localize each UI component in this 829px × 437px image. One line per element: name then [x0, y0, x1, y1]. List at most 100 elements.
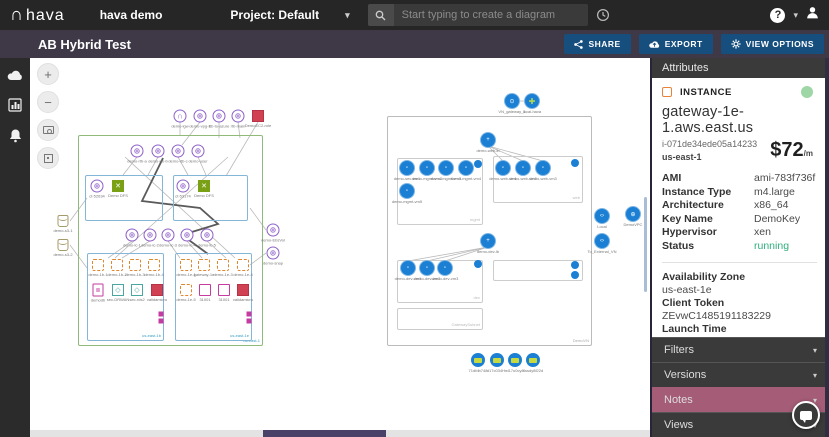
diagram-node-ec2-instance[interactable]: demo-1b-3	[125, 259, 145, 277]
diagram-node-network-node[interactable]: ⊕demo-lc-4	[178, 228, 196, 248]
diagram-node-security-group[interactable]	[158, 311, 164, 317]
diagram-node-network-node[interactable]: ⊕demo-lc-1	[123, 228, 141, 248]
sidebar-item-stats[interactable]	[0, 90, 30, 120]
diagram-node-security-group[interactable]	[246, 318, 252, 324]
diagram-node-vpn-gateway[interactable]: ⊕demo-vpg-1	[189, 109, 211, 129]
diagram-node-s3-bucket[interactable]: demo-s3-2	[53, 239, 73, 257]
diagram-node-route-table[interactable]: ⊕demo-rtb-a	[127, 144, 147, 164]
sidebar-item-sources[interactable]	[0, 60, 30, 90]
diagram-node-internet-gateway[interactable]: ∩demo-igw	[171, 109, 189, 129]
diagram-node-dfs[interactable]: ✕Demo DFS	[108, 180, 128, 198]
diagram-node-ec2-instance[interactable]: gateway-1e	[194, 259, 214, 277]
diagram-node-vnet-gateway[interactable]: ⊙VN_gateway_1	[498, 94, 526, 114]
diagram-node-storage-account[interactable]: 4ssdy8f22d	[523, 353, 543, 373]
diagram-node-load-balancer[interactable]: +demo-web-lb	[476, 133, 500, 153]
diagram-node-port[interactable]: 31001	[199, 284, 211, 302]
accordion-filters[interactable]: Filters▾	[652, 337, 829, 362]
diagram-node-network-node[interactable]: ⊕demo-lc-3	[159, 228, 177, 248]
diagram-node-azure-vm[interactable]: ▫demo-mgmt-vm5	[392, 184, 422, 204]
diagram-node-ec2-instance[interactable]: demo-1e-1	[176, 259, 196, 277]
diagram-node-connection[interactable]: ‹›Local	[595, 209, 609, 229]
diagram-node-s3-bucket[interactable]: demo-s3-1	[53, 215, 73, 233]
diagram-node-iam-role[interactable]: DemoEC2-role	[245, 110, 271, 128]
diagram-node-azure-vm[interactable]: ▫demo-mgmt-vm3	[431, 161, 461, 181]
diagram-node-ebs-volume[interactable]: ⊕demo-EbsVol	[261, 223, 285, 243]
diagram-node-security-group[interactable]	[158, 318, 164, 324]
diagram-node-azure-vm[interactable]: ▫demo-dev-vm2	[414, 261, 440, 281]
diagram-node-nsg[interactable]	[571, 261, 579, 269]
diagram-node-storage-account[interactable]: 71dfdb748	[469, 353, 487, 373]
canvas-horizontal-scrollbar-thumb[interactable]	[263, 430, 386, 437]
diagram-node-azure-vm[interactable]: ▫demo-dev-vm3	[432, 261, 458, 281]
diagram-node-network-node[interactable]: ⊕demo-lc-2	[141, 228, 159, 248]
diagram-node-connection[interactable]: ‹›To_External_VN	[588, 234, 616, 254]
diagram-node-azure-vm[interactable]: ▫demo-web-vm2	[509, 161, 537, 181]
diagram-node-load-balancer[interactable]: +demo-dev-lb	[477, 234, 499, 254]
view-options-button[interactable]: VIEW OPTIONS	[720, 34, 824, 54]
diagram-node-azure-vm[interactable]: ▫demo-web-vm1	[489, 161, 517, 181]
diagram-node-ec2-instance[interactable]: demo-1e-3	[213, 259, 233, 277]
diagram-node-nsg[interactable]	[571, 159, 579, 167]
diagram-node-azure-vm[interactable]: ▫demo-mgmt-vm4	[451, 161, 481, 181]
user-menu-caret-icon[interactable]: ▾	[793, 9, 798, 20]
export-button[interactable]: EXPORT	[638, 34, 713, 54]
diagram-node-route-table[interactable]: ⊕demo-rtb-c	[168, 144, 188, 164]
search-icon[interactable]	[367, 4, 394, 26]
diagram-node-dfs[interactable]: ✕Demo DFS	[194, 180, 214, 198]
diagram-node-route-table[interactable]: ⊕rtb-to-azure	[209, 109, 229, 129]
diagram-node-storage-account[interactable]: d17c034Hn	[487, 353, 507, 373]
diagram-node-customer-gateway[interactable]: ⊕ct-52634	[89, 179, 105, 199]
diagram-node-volume[interactable]: ◇sec-rds2	[129, 284, 145, 302]
fit-view-button[interactable]	[37, 147, 59, 169]
chat-launcher[interactable]	[792, 401, 820, 429]
zoom-in-button[interactable]: +	[37, 63, 59, 85]
diagram-node-service[interactable]: validamicro	[147, 284, 167, 302]
diagram-node-storage-account[interactable]: d17u0cy8	[506, 353, 524, 373]
diagram-node-azure-vm[interactable]: ▫demo-web-vm3	[529, 161, 557, 181]
diagram-node-local-network[interactable]: ✚local-hava	[523, 94, 541, 114]
hava-logo[interactable]: ∩ hava	[10, 5, 65, 25]
diagram-node-ec2-instance[interactable]: demo-1b-2	[107, 259, 127, 277]
diagram-node-azure-vm[interactable]: ▫demo-dev-vm1	[395, 261, 421, 281]
diagram-node-volume[interactable]: ◇sec-DRWAN	[107, 284, 129, 302]
diagram-node-ec2-instance[interactable]: demo-1e-4	[233, 259, 253, 277]
diagram-node-route-table[interactable]: ⊕rtb-main	[231, 109, 245, 129]
project-selector[interactable]: Project: Default ▾	[230, 8, 349, 22]
diagram-node-azure-vm[interactable]: ▫demo-mgmt-vm2	[412, 161, 442, 181]
user-icon[interactable]	[806, 6, 819, 24]
diagram-node-rds-database[interactable]: ≣demodb	[91, 283, 105, 303]
diagram-node-ec2-instance[interactable]: demo-1e-5	[176, 284, 196, 302]
share-button[interactable]: SHARE	[564, 34, 631, 54]
diagram-node-nsg[interactable]	[571, 271, 579, 279]
diagram-node-network-node[interactable]: ⊕demo-lc-5	[198, 228, 216, 248]
history-icon[interactable]	[596, 8, 610, 22]
diagram-node-customer-gateway[interactable]: ⊕ct-53174	[175, 179, 191, 199]
diagram-node-ec2-instance[interactable]: demo-1b-1	[88, 259, 108, 277]
diagram-node-ec2-instance[interactable]: demo-1b-4	[144, 259, 164, 277]
help-icon[interactable]: ?	[770, 7, 786, 23]
snapshot-button[interactable]	[37, 119, 59, 141]
attributes-panel: Attributes INSTANCE gateway-1e-1.aws.eas…	[650, 58, 829, 437]
diagram-node-snapshot[interactable]: ⊕demo-snap	[263, 246, 283, 266]
node-label: demo-1b-2	[107, 272, 127, 277]
search-input[interactable]	[393, 9, 588, 21]
node-label: demodb	[90, 297, 106, 303]
diagram-node-security-group[interactable]	[246, 311, 252, 317]
diagram-node-nsg[interactable]	[474, 160, 482, 168]
instance-checkbox[interactable]	[662, 87, 672, 97]
accordion-notes[interactable]: Notes▾	[652, 387, 829, 412]
diagram-node-service[interactable]: validamicro	[233, 284, 253, 302]
accordion-versions[interactable]: Versions▾	[652, 362, 829, 387]
zoom-out-button[interactable]: −	[37, 91, 59, 113]
sidebar-item-alerts[interactable]	[0, 120, 30, 150]
panel-scrollbar[interactable]	[825, 58, 829, 437]
diagram-node-vpc-link[interactable]: ⊕DemoVPC	[624, 207, 642, 227]
canvas-vertical-scrollbar[interactable]	[644, 197, 647, 292]
diagram-node-azure-vm[interactable]: ▫demo-sec-vm1	[394, 161, 420, 181]
diagram-node-user[interactable]: ⊕demo-user	[188, 144, 208, 164]
diagram-node-route-table[interactable]: ⊕demo-rtb-b	[148, 144, 168, 164]
diagram-node-nsg[interactable]	[474, 260, 482, 268]
diagram-node-port[interactable]: 31001	[218, 284, 230, 302]
